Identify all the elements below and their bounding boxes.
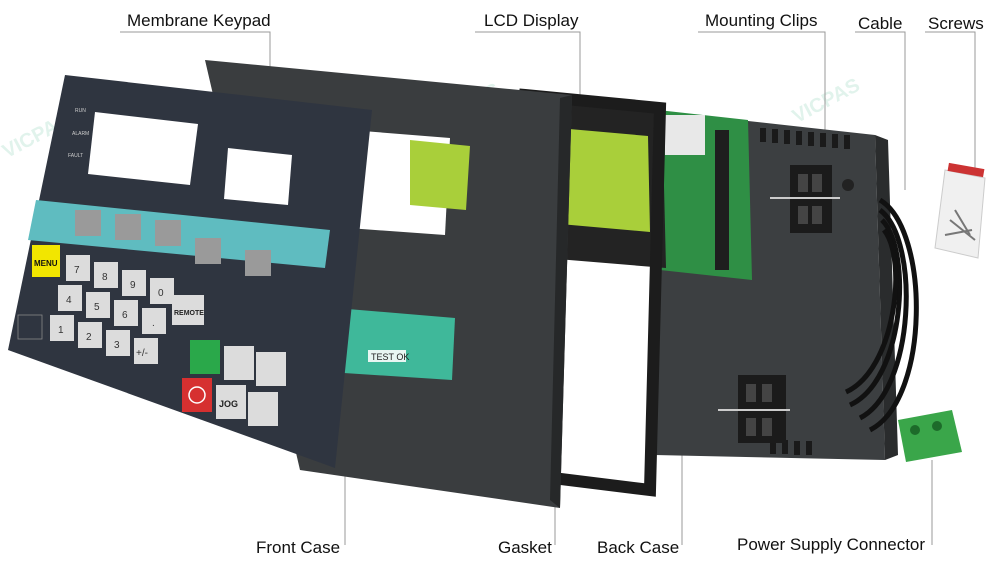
status-alarm: ALARM	[72, 131, 89, 137]
number-keys[interactable]	[50, 255, 174, 364]
power-supply-connector	[898, 410, 962, 462]
membrane-keypad: RUN ALARM FAULT MENU 7 8 9 0 4 5 6 .	[8, 75, 372, 468]
key-label: 8	[102, 272, 108, 283]
mounting-clip-bottom	[718, 375, 790, 443]
stop-icon	[188, 386, 206, 404]
status-fault: FAULT	[68, 153, 83, 159]
label-mounting-clips: Mounting Clips	[705, 11, 818, 30]
key-label: 7	[74, 265, 80, 276]
label-membrane-keypad: Membrane Keypad	[127, 11, 271, 30]
key-1[interactable]	[50, 315, 74, 341]
start-button[interactable]	[190, 340, 220, 374]
key-label: 2	[86, 332, 92, 343]
key-9[interactable]	[122, 270, 146, 296]
pcb-board	[658, 110, 752, 280]
key-label: .	[152, 318, 155, 329]
key-label: 0	[158, 288, 164, 299]
label-power-supply-connector: Power Supply Connector	[737, 535, 926, 554]
jog-label: JOG	[219, 399, 238, 409]
remote-button[interactable]	[172, 295, 204, 325]
key-5[interactable]	[86, 292, 110, 318]
jog-button[interactable]	[216, 385, 246, 419]
decrease-button[interactable]	[248, 392, 278, 426]
key-label: 4	[66, 295, 72, 306]
key-4[interactable]	[58, 285, 82, 311]
remote-label: REMOTE	[174, 310, 204, 317]
key-plusminus[interactable]	[134, 338, 158, 364]
key-label: 6	[122, 310, 128, 321]
key-dot[interactable]	[142, 308, 166, 334]
stop-button[interactable]	[182, 378, 212, 412]
cable	[844, 197, 919, 433]
reverse-button[interactable]	[224, 346, 254, 380]
key-3[interactable]	[106, 330, 130, 356]
lcd-display	[540, 92, 666, 268]
fkey-3[interactable]	[155, 220, 181, 246]
key-7[interactable]	[66, 255, 90, 281]
key-0[interactable]	[150, 278, 174, 304]
key-label: 1	[58, 325, 64, 336]
fkey-1[interactable]	[75, 210, 101, 236]
ribbon-label: TEST OK	[371, 352, 409, 362]
label-back-case: Back Case	[597, 538, 680, 557]
fkey-4[interactable]	[195, 238, 221, 264]
key-label: +/-	[136, 348, 148, 359]
menu-label: MENU	[34, 259, 58, 268]
label-gasket: Gasket	[498, 538, 552, 557]
label-screws: Screws	[928, 14, 984, 33]
increase-button[interactable]	[256, 352, 286, 386]
mounting-clip-top	[770, 165, 840, 233]
key-label: 3	[114, 340, 120, 351]
label-lcd-display: LCD Display	[484, 11, 579, 30]
label-cable: Cable	[858, 14, 903, 33]
key-label: 5	[94, 302, 100, 313]
fkey-5[interactable]	[245, 250, 271, 276]
key-icon	[17, 314, 43, 340]
screws-bag	[934, 162, 986, 259]
status-run: RUN	[75, 108, 86, 114]
label-front-case: Front Case	[256, 538, 341, 557]
fkey-2[interactable]	[115, 214, 141, 240]
key-8[interactable]	[94, 262, 118, 288]
key-6[interactable]	[114, 300, 138, 326]
key-2[interactable]	[78, 322, 102, 348]
key-label: 9	[130, 280, 136, 291]
menu-button[interactable]	[32, 245, 60, 277]
